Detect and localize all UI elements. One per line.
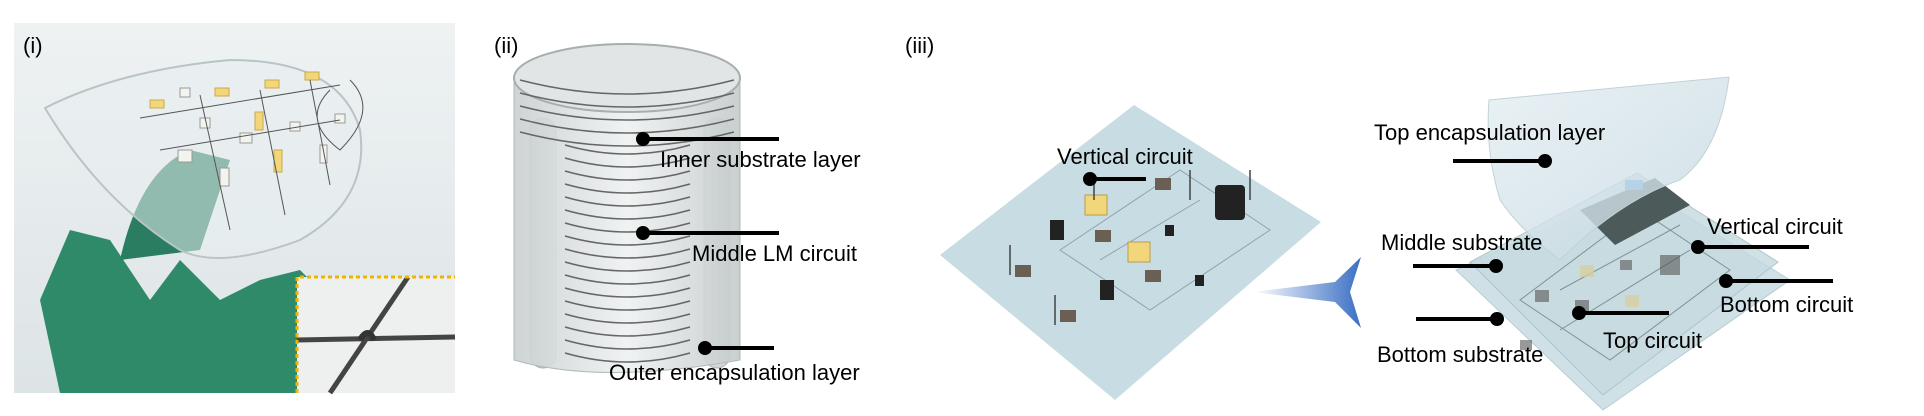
coil-ring <box>564 287 691 298</box>
coil-ring <box>519 118 735 134</box>
label-vertical-circuit-before: Vertical circuit <box>1057 144 1193 169</box>
single-layer-board <box>940 105 1321 400</box>
cylinder-diagram <box>513 43 741 373</box>
coil-ring <box>564 352 691 363</box>
coil-ring <box>519 105 735 121</box>
coil-ring <box>564 313 691 324</box>
label-outer-encapsulation-layer: Outer encapsulation layer <box>609 360 860 385</box>
inset-border <box>295 275 455 393</box>
leader-lines <box>636 132 1833 355</box>
coil-ring <box>564 235 691 246</box>
label-top-encapsulation-layer: Top encapsulation layer <box>1374 120 1606 145</box>
transparent-sheet <box>43 58 363 259</box>
panel-label-iii: (iii) <box>905 33 935 58</box>
coil-ring <box>564 157 691 168</box>
multilayer-stack <box>1455 76 1791 411</box>
coil-ring <box>564 248 691 259</box>
panel-label-i: (i) <box>23 33 43 58</box>
label-vertical-circuit-after: Vertical circuit <box>1707 214 1843 239</box>
top-encapsulation-sheet <box>1487 76 1730 261</box>
photo-flexible-circuit <box>14 23 456 395</box>
lm-circuit-coils <box>519 79 735 363</box>
coil-ring <box>564 300 691 311</box>
label-middle-lm-circuit: Middle LM circuit <box>692 241 858 266</box>
label-bottom-circuit: Bottom circuit <box>1720 292 1854 317</box>
coil-ring <box>564 209 691 220</box>
coil-ring <box>564 261 691 272</box>
coil-ring <box>564 274 691 285</box>
coil-ring <box>564 196 691 207</box>
panel-label-ii: (ii) <box>494 33 519 58</box>
green-glove <box>40 230 330 393</box>
label-top-circuit: Top circuit <box>1603 328 1703 353</box>
led-components <box>149 71 320 173</box>
bluetooth-chip <box>1580 178 1690 245</box>
coil-ring <box>564 326 691 337</box>
label-middle-substrate: Middle substrate <box>1381 230 1543 255</box>
coil-ring <box>564 183 691 194</box>
coil-ring <box>564 170 691 181</box>
label-inner-substrate-layer: Inner substrate layer <box>660 147 861 172</box>
coil-ring <box>564 339 691 350</box>
coil-ring <box>519 79 735 95</box>
label-bottom-substrate: Bottom substrate <box>1377 342 1544 367</box>
coil-ring <box>519 92 735 108</box>
coil-ring <box>564 222 691 233</box>
arrow-icon <box>1253 257 1361 328</box>
coil-ring <box>564 144 691 155</box>
